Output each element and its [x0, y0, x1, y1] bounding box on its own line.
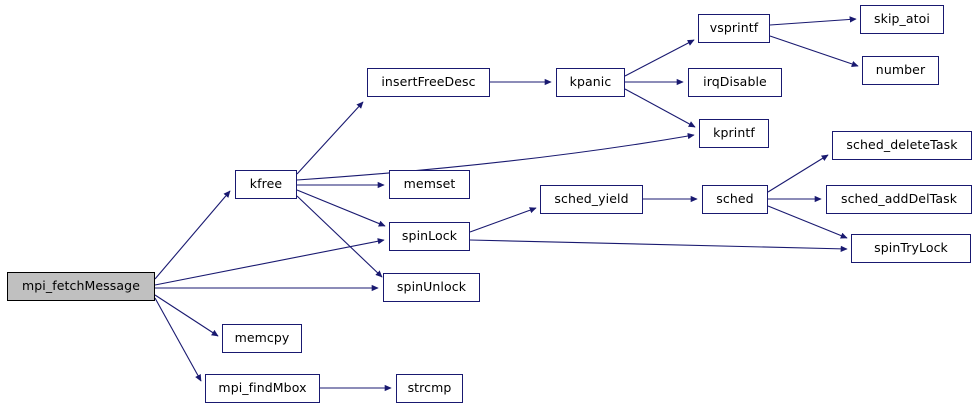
edge-mpi_fetchMessage-to-spinLock	[154, 238, 385, 286]
edge-kfree-to-spinUnlock	[296, 195, 383, 278]
node-spinUnlock[interactable]: spinUnlock	[383, 273, 480, 302]
node-mpi_findMbox[interactable]: mpi_findMbox	[205, 374, 320, 403]
edge-vsprintf-to-number	[769, 35, 859, 67]
node-irqDisable[interactable]: irqDisable	[688, 68, 782, 97]
edge-kfree-to-kprintf	[296, 132, 695, 181]
node-vsprintf[interactable]: vsprintf	[698, 14, 770, 43]
edge-kfree-to-insertFreeDesc	[296, 101, 364, 175]
node-kfree[interactable]: kfree	[235, 170, 297, 199]
node-kprintf[interactable]: kprintf	[699, 119, 769, 148]
node-sched_addDelTask[interactable]: sched_addDelTask	[826, 185, 972, 214]
edge-vsprintf-to-skip_atoi	[769, 16, 857, 26]
node-spinLock[interactable]: spinLock	[389, 222, 470, 251]
edge-mpi_fetchMessage-to-kfree	[154, 190, 231, 280]
node-memset[interactable]: memset	[389, 170, 470, 199]
edge-sched-to-sched_deleteTask	[767, 154, 829, 193]
node-mpi_fetchMessage[interactable]: mpi_fetchMessage	[7, 272, 155, 301]
node-sched[interactable]: sched	[702, 185, 768, 214]
node-kpanic[interactable]: kpanic	[556, 68, 625, 97]
edge-spinLock-to-spinTryLock	[469, 239, 848, 252]
edge-spinLock-to-sched_yield	[469, 207, 537, 233]
edge-kfree-to-spinLock	[296, 189, 386, 227]
node-insertFreeDesc[interactable]: insertFreeDesc	[367, 68, 490, 97]
edge-kpanic-to-kprintf	[624, 88, 696, 128]
edge-mpi_fetchMessage-to-mpi_findMbox	[154, 297, 202, 382]
edge-kpanic-to-vsprintf	[624, 39, 695, 77]
node-strcmp[interactable]: strcmp	[396, 374, 463, 403]
edge-mpi_fetchMessage-to-memcpy	[154, 294, 219, 337]
node-sched_deleteTask[interactable]: sched_deleteTask	[832, 131, 972, 160]
node-skip_atoi[interactable]: skip_atoi	[860, 5, 944, 34]
node-spinTryLock[interactable]: spinTryLock	[851, 234, 971, 263]
node-sched_yield[interactable]: sched_yield	[540, 185, 643, 214]
node-memcpy[interactable]: memcpy	[222, 324, 302, 353]
node-number[interactable]: number	[862, 56, 939, 85]
